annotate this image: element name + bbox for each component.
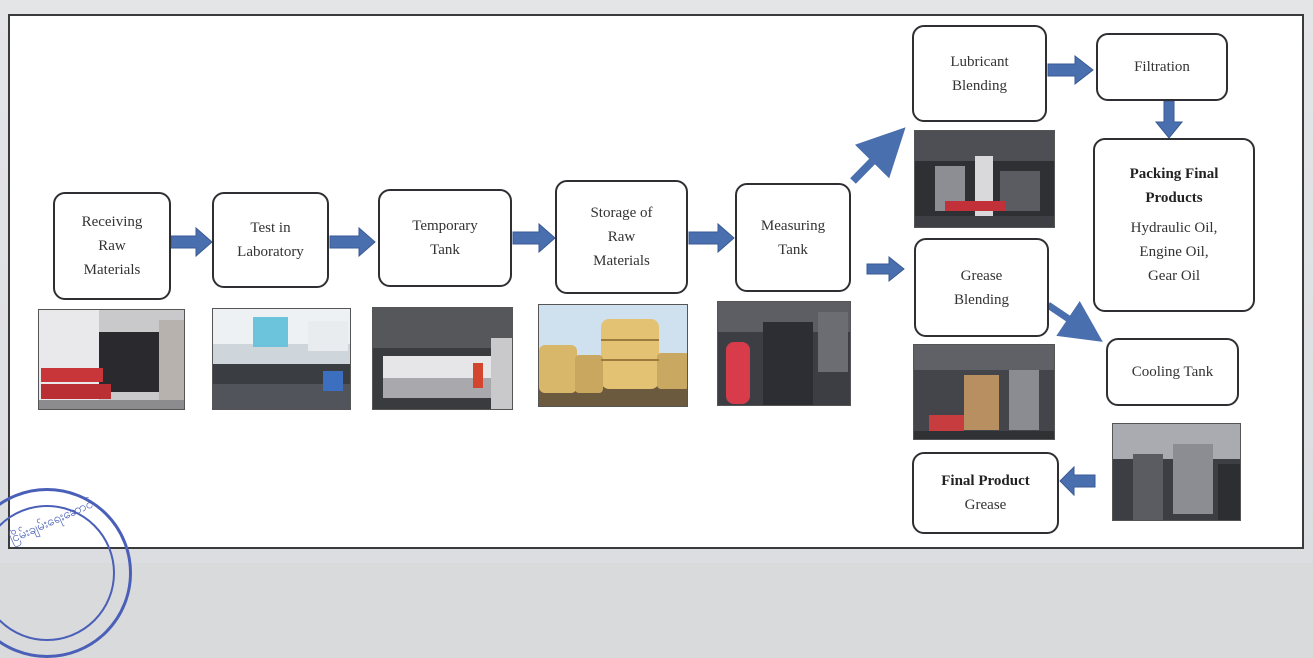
step-receiving-line2: Raw: [98, 238, 126, 254]
photo-receiving: [38, 309, 185, 410]
step-test-line2: Laboratory: [237, 244, 304, 260]
arrow-test-to-temporary: [329, 226, 376, 258]
step-measuring: Measuring Tank: [735, 183, 851, 292]
step-receiving: Receiving Raw Materials: [53, 192, 171, 300]
photo-storage-tanks: [538, 304, 688, 407]
step-packing-line3: Gear Oil: [1147, 268, 1201, 284]
step-packing-title2: Products: [1145, 190, 1203, 206]
step-storage-line3: Materials: [593, 253, 650, 269]
step-filtration: Filtration: [1096, 33, 1228, 101]
arrow-cooling-to-final: [1059, 465, 1096, 497]
step-final-grease-title: Final Product: [941, 473, 1030, 489]
step-storage: Storage of Raw Materials: [555, 180, 688, 294]
arrow-temporary-to-storage: [512, 222, 556, 254]
step-grease-line1: Grease: [960, 267, 1003, 284]
step-temporary: Temporary Tank: [378, 189, 512, 287]
arrow-grease-to-cooling: [1046, 301, 1103, 342]
step-lubricant-line2: Blending: [952, 77, 1007, 94]
step-temporary-line2: Tank: [430, 242, 460, 258]
photo-measuring-tank: [717, 301, 851, 406]
step-measuring-line2: Tank: [778, 241, 808, 258]
step-grease: Grease Blending: [914, 238, 1049, 337]
step-storage-line1: Storage of: [590, 205, 653, 221]
arrow-lubricant-to-filtration: [1047, 54, 1094, 86]
arrow-measuring-to-lubricant: [850, 127, 906, 184]
step-lubricant: Lubricant Blending: [912, 25, 1047, 122]
step-packing-line1: Hydraulic Oil,: [1130, 220, 1218, 236]
step-final-grease: Final Product Grease: [912, 452, 1059, 534]
step-packing-line2: Engine Oil,: [1139, 244, 1209, 260]
arrow-receiving-to-test: [170, 226, 213, 258]
step-grease-line2: Blending: [954, 291, 1009, 308]
step-cooling-line1: Cooling Tank: [1131, 364, 1214, 380]
photo-cooling-tank: [1112, 423, 1241, 521]
step-storage-line2: Raw: [607, 229, 636, 245]
step-packing: Packing Final Products Hydraulic Oil, En…: [1093, 138, 1255, 312]
step-packing-title1: Packing Final: [1129, 166, 1219, 182]
photo-grease-blending: [913, 344, 1055, 440]
photo-lubricant-blending: [914, 130, 1055, 228]
step-receiving-line1: Receiving: [81, 214, 143, 230]
step-measuring-line1: Measuring: [760, 217, 826, 234]
step-cooling: Cooling Tank: [1106, 338, 1239, 406]
step-test-line1: Test in: [250, 220, 291, 236]
photo-temporary-tank: [372, 307, 513, 410]
flow-arrows: [170, 54, 1184, 497]
step-final-grease-line: Grease: [964, 497, 1007, 513]
step-filtration-line1: Filtration: [1134, 59, 1190, 75]
step-temporary-line1: Temporary: [412, 218, 478, 234]
arrow-filtration-to-packing: [1154, 100, 1184, 139]
step-lubricant-line1: Lubricant: [950, 53, 1009, 70]
photo-laboratory: [212, 308, 351, 410]
step-test: Test in Laboratory: [212, 192, 329, 288]
arrow-storage-to-measuring: [688, 222, 735, 254]
arrow-measuring-to-grease: [866, 255, 905, 283]
step-receiving-line3: Materials: [83, 262, 141, 278]
